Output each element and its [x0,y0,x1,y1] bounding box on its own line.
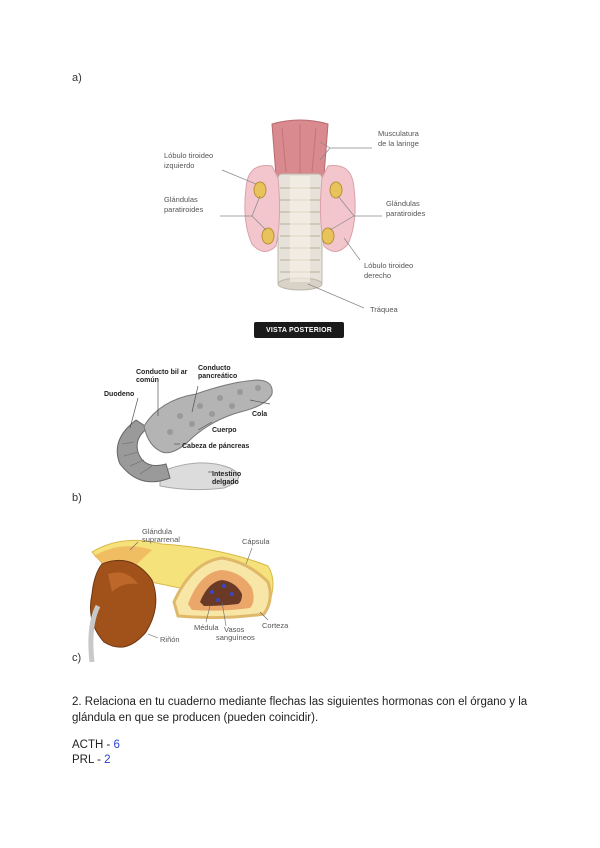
hormone-name: ACTH - [72,739,114,751]
callout-musculature-2: de la laringe [378,139,419,148]
callout-duodenum: Duodeno [104,391,134,398]
callout-adrenal-2: suprarrenal [142,535,180,544]
callout-body: Cuerpo [212,427,237,434]
answer-prl: PRL - 2 [72,753,111,768]
callout-capsule: Cápsula [242,537,270,546]
hormone-name: PRL - [72,754,105,766]
view-badge-text: VISTA POSTERIOR [265,326,332,334]
answer-acth: ACTH - 6 [72,738,120,753]
callout-parathyroid-left-1: Glándulas [164,195,198,204]
hormone-answer: 2 [104,754,111,766]
callout-medulla: Médula [194,623,219,632]
callout-right-lobe-1: Lóbulo tiroideo [364,261,413,270]
hormone-answer: 6 [113,739,120,751]
figure-b-label: b) [72,492,82,504]
callout-cortex: Corteza [262,621,289,630]
callout-left-lobe-2: izquierdo [164,161,194,170]
callout-pancreatic-duct-1: Conducto [198,365,231,372]
callout-bile-duct-2: común [136,377,159,384]
callout-adrenal-1: Glándula [142,527,173,536]
thyroid-illustration: Musculatura de la laringe Lóbulo tiroide… [164,119,425,314]
callout-trachea: Tráquea [370,305,398,314]
callout-musculature-1: Musculatura [378,129,420,138]
callout-parathyroid-right-2: paratiroides [386,209,425,218]
callout-kidney: Riñón [160,635,180,644]
callout-intestine-2: delgado [212,479,239,486]
question-2-text: 2. Relaciona en tu cuaderno mediante fle… [72,696,528,724]
figure-a-label: a) [72,72,82,84]
callout-right-lobe-2: derecho [364,271,391,280]
callout-parathyroid-left-2: paratiroides [164,205,203,214]
callout-intestine-1: Intestino [212,471,241,478]
callout-bile-duct-1: Conducto bil ar [136,369,188,376]
adrenal-illustration: Glándula suprarrenal Cápsula Médula Vaso… [88,527,289,663]
callout-head: Cabeza de páncreas [182,443,249,450]
view-badge: VISTA POSTERIOR [254,322,344,338]
callout-left-lobe-1: Lóbulo tiroideo [164,151,213,160]
pancreas-illustration: Conducto bil ar común Conducto pancreáti… [104,365,273,491]
callout-vessels-2: sanguíneos [216,633,255,642]
callout-parathyroid-right-1: Glándulas [386,199,420,208]
figure-c-label: c) [72,652,82,664]
callout-tail: Cola [252,411,267,418]
callout-pancreatic-duct-2: pancreático [198,373,237,380]
callout-vessels-1: Vasos [224,625,245,634]
